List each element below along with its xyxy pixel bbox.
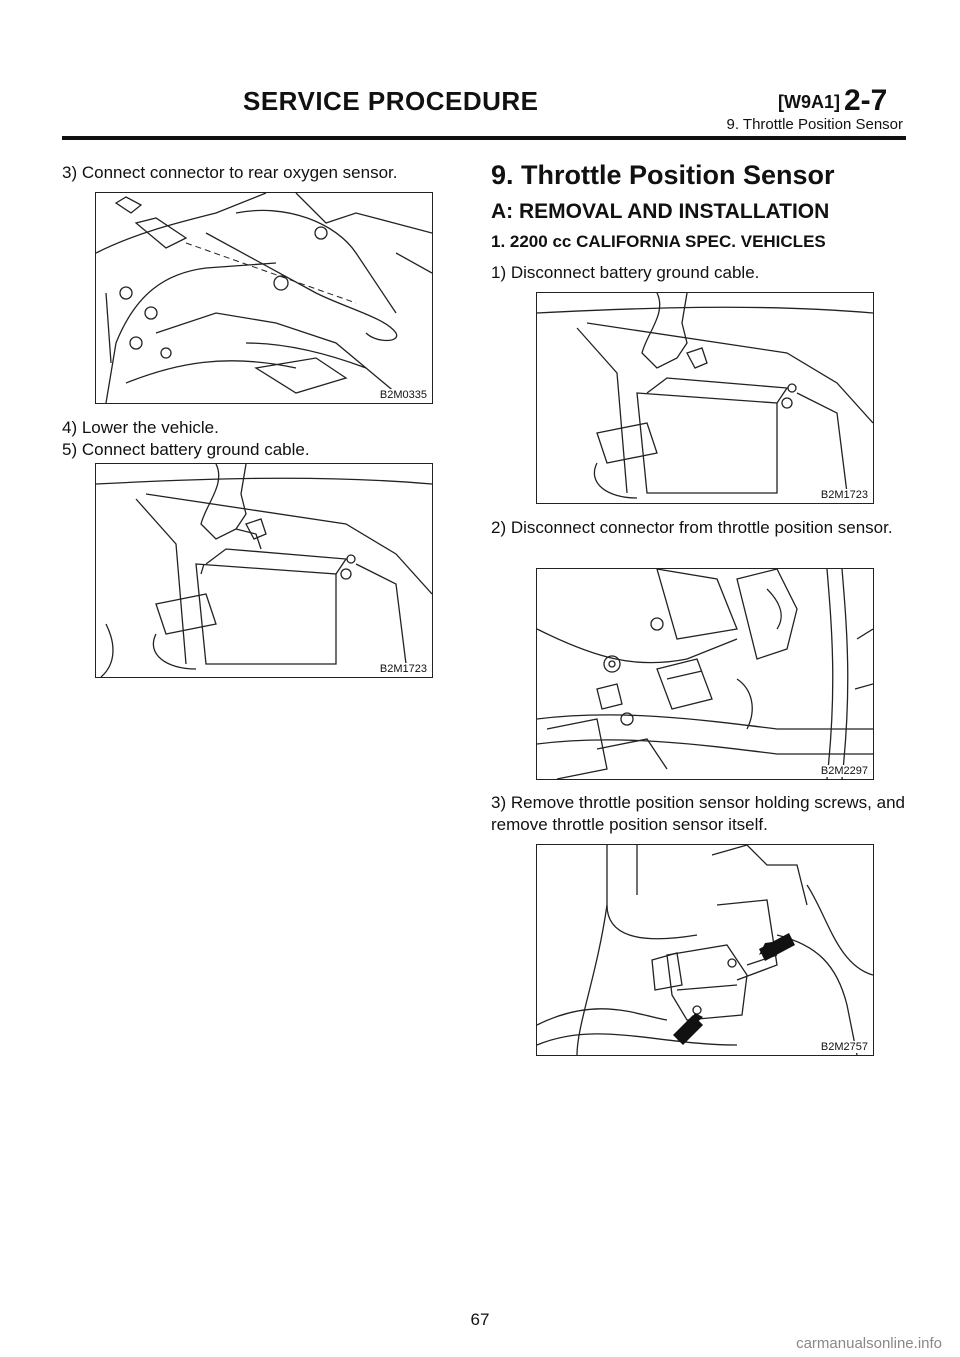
header-section-number: 2-7 xyxy=(844,84,888,117)
header-rule xyxy=(62,136,906,140)
battery-cable-illustration xyxy=(537,293,873,499)
header-code: [W9A1] xyxy=(778,92,840,112)
header-subtitle: 9. Throttle Position Sensor xyxy=(726,116,903,133)
throttle-sensor-removal-illustration xyxy=(537,845,873,1055)
figure-battery-left: B2M1723 xyxy=(95,463,433,678)
figure-code: B2M2757 xyxy=(819,1041,869,1053)
left-step-3: 3) Connect connector to rear oxygen sens… xyxy=(62,163,398,182)
figure-code: B2M1723 xyxy=(819,489,869,501)
left-step-4: 4) Lower the vehicle. xyxy=(62,418,219,437)
watermark: carmanualsonline.info xyxy=(796,1335,942,1352)
left-step-5: 5) Connect battery ground cable. xyxy=(62,440,310,459)
right-step-2: 2) Disconnect connector from throttle po… xyxy=(491,518,893,537)
sub-sub-title: 1. 2200 cc CALIFORNIA SPEC. VEHICLES xyxy=(491,232,826,251)
section-title: 9. Throttle Position Sensor xyxy=(491,160,835,190)
figure-battery-right: B2M1723 xyxy=(536,292,874,504)
figure-tps-removal: B2M2757 xyxy=(536,844,874,1056)
page-number: 67 xyxy=(470,1310,490,1329)
figure-code: B2M1723 xyxy=(378,663,428,675)
throttle-sensor-connector-illustration xyxy=(537,569,873,779)
oxygen-sensor-illustration xyxy=(96,193,432,403)
figure-code: B2M2297 xyxy=(819,765,869,777)
battery-cable-illustration xyxy=(96,464,432,677)
figure-code: B2M0335 xyxy=(378,389,428,401)
right-step-3: 3) Remove throttle position sensor holdi… xyxy=(491,793,905,834)
header-title: SERVICE PROCEDURE xyxy=(243,86,539,116)
figure-oxygen-sensor: B2M0335 xyxy=(95,192,433,404)
right-step-1: 1) Disconnect battery ground cable. xyxy=(491,263,760,282)
sub-title: A: REMOVAL AND INSTALLATION xyxy=(491,200,830,223)
figure-tps-connector: B2M2297 xyxy=(536,568,874,780)
